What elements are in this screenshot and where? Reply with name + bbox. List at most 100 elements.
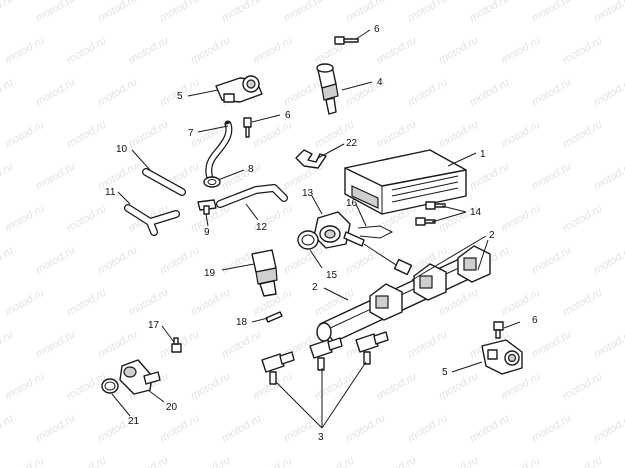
watermark-text: motod.ru bbox=[499, 202, 543, 234]
watermark-text: motod.ru bbox=[530, 244, 574, 276]
part-hose-bent bbox=[216, 184, 288, 208]
watermark-text: motod.ru bbox=[189, 370, 233, 402]
watermark-text: motod.ru bbox=[406, 0, 450, 25]
watermark-text: motod.ru bbox=[127, 286, 171, 318]
watermark-text: motod.ru bbox=[189, 34, 233, 66]
part-map-sensor-bottom bbox=[481, 339, 523, 375]
leader-lines bbox=[111, 29, 521, 429]
watermark-text: motod.ru bbox=[65, 286, 109, 318]
part-hose-tee bbox=[124, 204, 180, 236]
watermark-text: motod.ru bbox=[0, 244, 15, 276]
watermark-text: motod.ru bbox=[96, 160, 140, 192]
callout-13: 13 bbox=[302, 188, 314, 199]
watermark-text: motod.ru bbox=[468, 412, 512, 444]
watermark-text: motod.ru bbox=[65, 34, 109, 66]
watermark-text: motod.ru bbox=[530, 76, 574, 108]
watermark-text: motod.ru bbox=[406, 412, 450, 444]
callout-19: 19 bbox=[204, 268, 216, 279]
watermark-text: motod.ru bbox=[3, 34, 47, 66]
watermark-text: motod.ru bbox=[592, 76, 625, 108]
watermark-text: motod.ru bbox=[220, 412, 264, 444]
watermark-text: motod.ru bbox=[313, 454, 357, 468]
watermark-text: motod.ru bbox=[3, 454, 47, 468]
watermark-text: motod.ru bbox=[0, 412, 15, 444]
part-injectors bbox=[261, 331, 389, 385]
watermark-text: motod.ru bbox=[0, 76, 15, 108]
watermark-text: motod.ru bbox=[592, 244, 625, 276]
part-map-sensor-top bbox=[215, 75, 263, 103]
callout-11: 11 bbox=[105, 187, 116, 198]
part-bolt-pair bbox=[415, 201, 446, 226]
callout-15: 15 bbox=[326, 270, 338, 281]
callout-6-top: 6 bbox=[374, 24, 380, 35]
watermark-text: motod.ru bbox=[34, 0, 78, 25]
part-o-ring-small bbox=[101, 378, 119, 394]
watermark-text: motod.ru bbox=[189, 286, 233, 318]
watermark-text: motod.ru bbox=[499, 118, 543, 150]
watermark-text: motod.ru bbox=[282, 244, 326, 276]
watermark-text: motod.ru bbox=[375, 118, 419, 150]
watermark-text: motod.ru bbox=[34, 160, 78, 192]
watermark-text: motod.ru bbox=[127, 118, 171, 150]
part-hose-straight bbox=[142, 168, 186, 196]
callout-16: 16 bbox=[346, 198, 358, 209]
watermark-text: motod.ru bbox=[34, 76, 78, 108]
watermark-text: motod.ru bbox=[158, 244, 202, 276]
watermark-text: motod.ru bbox=[592, 0, 625, 25]
watermark-text: motod.ru bbox=[3, 202, 47, 234]
watermark-text: motod.ru bbox=[282, 0, 326, 25]
watermark-text: motod.ru bbox=[499, 286, 543, 318]
part-throttle-sensor bbox=[313, 211, 365, 249]
watermark-text: motod.ru bbox=[344, 0, 388, 25]
watermark-text: motod.ru bbox=[561, 286, 605, 318]
watermark-text: motod.ru bbox=[561, 454, 605, 468]
callout-2-plugs: 2 bbox=[489, 230, 495, 241]
callout-8: 8 bbox=[248, 164, 254, 175]
callout-3: 3 bbox=[318, 432, 324, 443]
callout-20: 20 bbox=[166, 402, 178, 413]
watermark-text: motod.ru bbox=[437, 454, 481, 468]
part-bolt-right bbox=[493, 321, 504, 339]
watermark-text: motod.ru bbox=[530, 160, 574, 192]
part-ecu bbox=[344, 149, 467, 215]
callout-14: 14 bbox=[470, 207, 482, 218]
watermark-text: motod.ru bbox=[468, 160, 512, 192]
watermark-text: motod.ru bbox=[96, 76, 140, 108]
callout-1: 1 bbox=[480, 149, 486, 160]
watermark-text: motod.ru bbox=[96, 0, 140, 25]
watermark-text: motod.ru bbox=[65, 454, 109, 468]
watermark-text: motod.ru bbox=[561, 202, 605, 234]
watermark-text: motod.ru bbox=[375, 370, 419, 402]
callout-7: 7 bbox=[188, 128, 194, 139]
watermark-text: motod.ru bbox=[65, 202, 109, 234]
callout-4: 4 bbox=[377, 77, 383, 88]
watermark-text: motod.ru bbox=[282, 76, 326, 108]
watermark-text: motod.ru bbox=[34, 244, 78, 276]
watermark-text: motod.ru bbox=[437, 118, 481, 150]
watermark-text: motod.ru bbox=[0, 328, 15, 360]
watermark-text: motod.ru bbox=[530, 328, 574, 360]
part-hose-clamp bbox=[203, 176, 221, 188]
watermark-text: motod.ru bbox=[3, 286, 47, 318]
watermark-text: motod.ru bbox=[375, 454, 419, 468]
watermark-text: motod.ru bbox=[344, 412, 388, 444]
callout-5-bottom: 5 bbox=[442, 367, 448, 378]
callout-9: 9 bbox=[204, 227, 210, 238]
watermark-text: motod.ru bbox=[499, 34, 543, 66]
callout-18: 18 bbox=[236, 317, 248, 328]
watermark-text: motod.ru bbox=[251, 34, 295, 66]
part-sensor-19 bbox=[251, 249, 278, 297]
watermark-text: motod.ru bbox=[34, 328, 78, 360]
part-o-ring-large bbox=[297, 230, 319, 250]
watermark-text: motod.ru bbox=[468, 0, 512, 25]
callout-6-middle: 6 bbox=[285, 110, 291, 121]
watermark-text: motod.ru bbox=[189, 454, 233, 468]
part-bolt-17 bbox=[171, 337, 182, 353]
watermark-text: motod.ru bbox=[499, 454, 543, 468]
part-bleed-screw bbox=[265, 311, 283, 323]
watermark-text: motod.ru bbox=[3, 118, 47, 150]
watermark-text: motod.ru bbox=[127, 454, 171, 468]
watermark-text: motod.ru bbox=[530, 412, 574, 444]
